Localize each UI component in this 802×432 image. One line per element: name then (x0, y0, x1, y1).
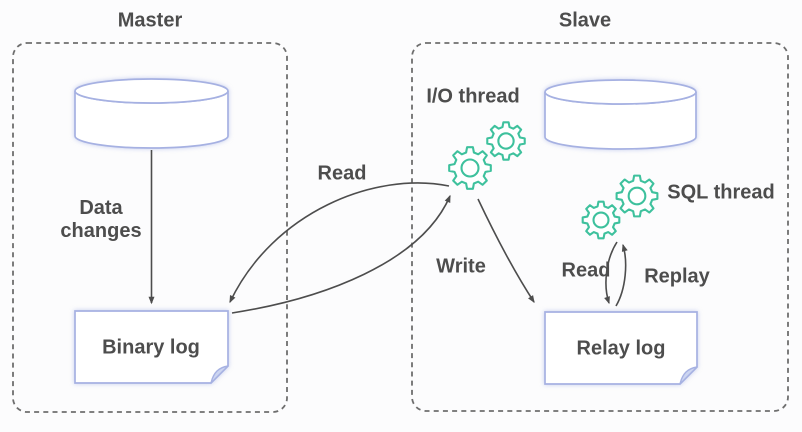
write-arrow (477, 198, 535, 304)
slave-title: Slave (558, 9, 612, 32)
read-data-arrow (231, 194, 451, 314)
replay-arrow (615, 243, 628, 307)
write-label: Write (436, 255, 486, 278)
relay-read-arrow (604, 241, 618, 305)
master-title: Master (117, 9, 183, 32)
read-binlog-label: Read (317, 162, 367, 185)
io-thread-gears-icon (448, 121, 526, 190)
data-changes-label: Data changes (60, 197, 142, 242)
binary-log-label: Binary log (102, 336, 200, 359)
read-relay-label: Read (561, 259, 611, 282)
sql-thread-gears-icon (581, 174, 659, 240)
io-thread-label: I/O thread (426, 85, 520, 108)
replay-label: Replay (644, 265, 710, 288)
master-box (12, 42, 288, 413)
sql-thread-label: SQL thread (667, 181, 775, 204)
slave-database-icon (544, 79, 697, 150)
relay-log-fold-icon (679, 366, 698, 385)
slave-box (411, 42, 789, 412)
binary-log-fold-icon (210, 365, 229, 384)
master-database-icon (74, 78, 229, 149)
relay-log-label: Relay log (576, 337, 666, 360)
read-request-arrow (229, 182, 450, 304)
